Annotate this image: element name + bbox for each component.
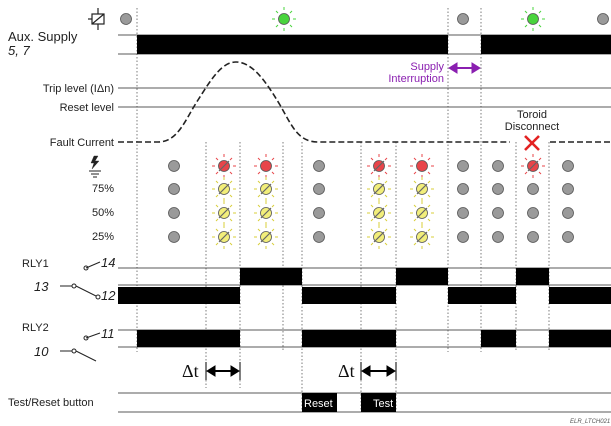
led-p75-6 <box>457 183 469 195</box>
guide-lines <box>118 34 611 413</box>
aux-supply-label: Aux. Supply <box>8 29 78 44</box>
led-trip-2 <box>254 154 278 178</box>
led-p50-9 <box>562 207 574 219</box>
led-p50-4 <box>367 201 391 225</box>
rly2-contact-icon <box>60 332 101 362</box>
led-p75-0 <box>168 183 180 195</box>
reset-pulse: Reset <box>302 393 337 412</box>
test-button-label: Test <box>373 398 393 410</box>
rly1-terminal-14: 14 <box>101 255 115 270</box>
led-p25-2 <box>254 225 278 249</box>
led-p75-5 <box>410 177 434 201</box>
led-trip-3 <box>313 160 325 172</box>
led-p25-8 <box>527 231 539 243</box>
pct-25-label: 25% <box>92 231 114 243</box>
rly1-terminal-13: 13 <box>34 279 49 294</box>
led-trip-8 <box>521 154 545 178</box>
led-p50-6 <box>457 207 469 219</box>
led-p75-4 <box>367 177 391 201</box>
toroid-line2: Disconnect <box>505 121 559 133</box>
supply-led-2 <box>457 13 469 25</box>
aux-supply-bar <box>137 35 611 54</box>
led-trip-1 <box>212 154 236 178</box>
lightning-earth-icon <box>89 155 101 178</box>
supply-led-4 <box>597 13 609 25</box>
figure-code: ELR_LTCH021 <box>570 419 610 425</box>
aux-terminals-label: 5, 7 <box>8 43 30 58</box>
led-p50-2 <box>254 201 278 225</box>
led-p25-3 <box>313 231 325 243</box>
delta-t-label-1: Δt <box>182 361 199 381</box>
fault-current-curve <box>118 61 611 143</box>
rly1-contact-icon <box>60 261 101 300</box>
reset-button-label: Reset <box>304 398 333 410</box>
supply-led-1 <box>272 7 296 31</box>
toroid-line1: Toroid <box>517 109 547 121</box>
supply-interruption-line1: Supply <box>410 61 444 73</box>
led-p50-5 <box>410 201 434 225</box>
led-p50-3 <box>313 207 325 219</box>
led-p75-8 <box>527 183 539 195</box>
led-p25-9 <box>562 231 574 243</box>
led-p25-0 <box>168 231 180 243</box>
led-p25-4 <box>367 225 391 249</box>
relay-coil-icon <box>88 8 105 30</box>
event-lines <box>136 8 550 412</box>
led-p25-7 <box>492 231 504 243</box>
double-arrow-icon <box>448 62 481 74</box>
led-p50-7 <box>492 207 504 219</box>
supply-led-3 <box>521 7 545 31</box>
led-p50-1 <box>212 201 236 225</box>
test-pulse: Test <box>361 393 396 412</box>
led-p75-7 <box>492 183 504 195</box>
trip-level-label: Trip level (IΔn) <box>43 83 114 95</box>
rly2-label: RLY2 <box>22 322 49 334</box>
led-p50-8 <box>527 207 539 219</box>
rly1-signal <box>118 268 611 304</box>
led-p25-6 <box>457 231 469 243</box>
reset-level-label: Reset level <box>60 102 114 114</box>
delta-t-arrow-1 <box>205 362 241 380</box>
led-p50-0 <box>168 207 180 219</box>
led-p75-9 <box>562 183 574 195</box>
led-p75-2 <box>254 177 278 201</box>
fault-current-label: Fault Current <box>50 137 114 149</box>
rly1-terminal-12: 12 <box>101 288 116 303</box>
delta-t-arrow-2 <box>360 362 397 380</box>
rly2-terminal-11: 11 <box>101 326 115 341</box>
rly2-terminal-10: 10 <box>34 344 49 359</box>
led-p25-5 <box>410 225 434 249</box>
delta-t-label-2: Δt <box>338 361 355 381</box>
led-trip-5 <box>410 154 434 178</box>
led-trip-6 <box>457 160 469 172</box>
rly1-label: RLY1 <box>22 258 49 270</box>
supply-led-0 <box>120 13 132 25</box>
led-indicators <box>120 7 609 249</box>
led-trip-4 <box>367 154 391 178</box>
test-reset-label: Test/Reset button <box>8 397 94 409</box>
led-trip-7 <box>492 160 504 172</box>
led-p25-1 <box>212 225 236 249</box>
led-trip-0 <box>168 160 180 172</box>
led-p75-3 <box>313 183 325 195</box>
pct-75-label: 75% <box>92 183 114 195</box>
led-p75-1 <box>212 177 236 201</box>
supply-interruption-line2: Interruption <box>388 73 444 85</box>
pct-50-label: 50% <box>92 207 114 219</box>
led-trip-9 <box>562 160 574 172</box>
rly2-signal <box>137 330 611 347</box>
red-x-icon <box>524 135 540 151</box>
